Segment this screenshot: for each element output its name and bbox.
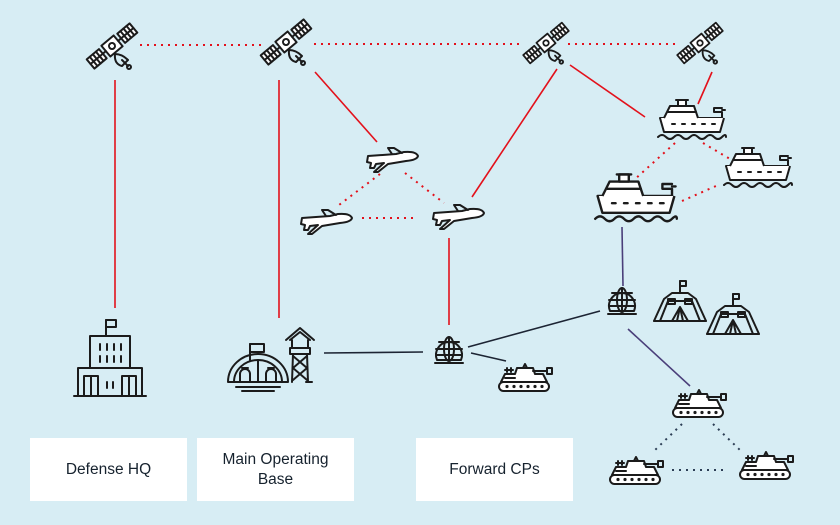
ship-icon (594, 173, 678, 223)
link-globe1-globe2 (467, 310, 601, 348)
satellite-icon (521, 21, 571, 65)
ship1-glyph (657, 99, 727, 140)
tent-icon (706, 293, 760, 335)
label-forward-cps-text: Forward CPs (449, 460, 540, 478)
label-main-operating-base-text: Main Operating Base (222, 450, 329, 488)
tank-icon (739, 451, 794, 480)
globe-station-icon (434, 336, 464, 364)
link-sat2-drone1 (314, 71, 378, 143)
ship3-glyph (723, 147, 793, 188)
label-main-operating-base: Main Operating Base (197, 438, 354, 501)
drone1-glyph (366, 147, 419, 173)
label-forward-cps: Forward CPs (416, 438, 573, 501)
globe2-glyph (607, 287, 637, 315)
tank-icon (609, 456, 664, 485)
tent2-glyph (706, 293, 760, 335)
link-drone1-drone3 (404, 172, 445, 204)
tank2-glyph (672, 389, 727, 418)
link-sat4-ship1 (697, 71, 713, 105)
drone-icon (432, 204, 485, 230)
base-dome-tower-icon (227, 327, 315, 392)
link-tank2-tank4 (712, 423, 743, 453)
sat1-glyph (85, 21, 139, 71)
tank3-glyph (609, 456, 664, 485)
nodes-layer (73, 17, 794, 485)
ship2-glyph (594, 173, 678, 223)
ship-icon (723, 147, 793, 188)
drone3-glyph (432, 204, 485, 230)
label-defense-hq: Defense HQ (30, 438, 187, 501)
link-globe2-tank2 (627, 328, 691, 387)
ship-icon (657, 99, 727, 140)
mob-glyph (227, 327, 315, 392)
link-mob-globe1 (323, 351, 424, 354)
tank4-glyph (739, 451, 794, 480)
tent1-glyph (653, 280, 707, 322)
hq-glyph (73, 319, 147, 397)
link-globe1-tank1 (470, 352, 507, 362)
link-sat3-ship1 (569, 64, 646, 118)
link-ship1-ship3 (702, 142, 731, 160)
link-drone1-drone2 (338, 173, 381, 206)
tank1-glyph (498, 363, 553, 392)
drone-icon (366, 147, 419, 173)
headquarters-building-icon (73, 319, 147, 397)
link-tank2-tank3 (653, 423, 683, 452)
link-ship1-ship2 (633, 142, 676, 181)
satellite-icon (85, 21, 139, 71)
globe-station-icon (607, 287, 637, 315)
sat2-glyph (259, 17, 313, 67)
satellite-icon (675, 21, 725, 65)
sat3-glyph (521, 21, 571, 65)
link-ship2-ship3 (681, 185, 717, 202)
tank-icon (672, 389, 727, 418)
drone2-glyph (300, 209, 353, 235)
link-ship2-globe2 (621, 226, 624, 287)
globe1-glyph (434, 336, 464, 364)
label-defense-hq-text: Defense HQ (65, 460, 152, 478)
tank-icon (498, 363, 553, 392)
links-layer (114, 43, 743, 471)
link-sat3-drone3 (471, 68, 558, 198)
satellite-icon (259, 17, 313, 67)
drone-icon (300, 209, 353, 235)
tent-icon (653, 280, 707, 322)
sat4-glyph (675, 21, 725, 65)
